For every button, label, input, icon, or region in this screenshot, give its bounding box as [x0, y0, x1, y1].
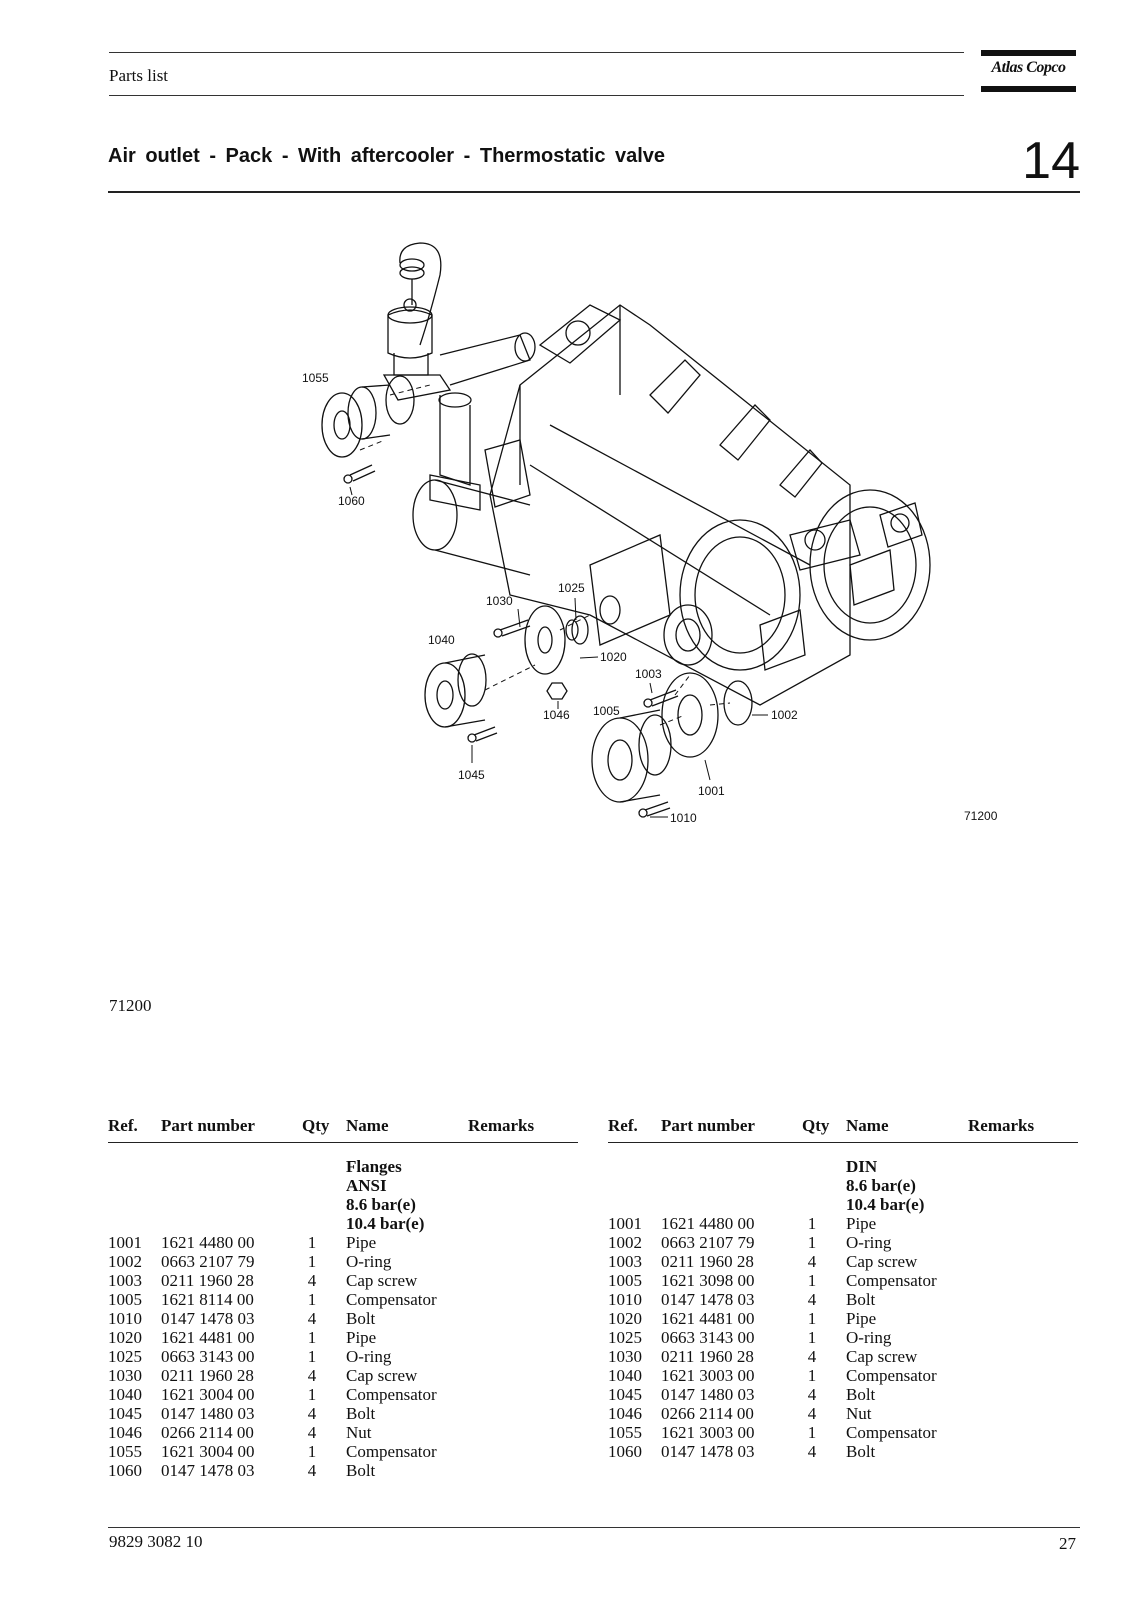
callout-label: 1045	[458, 768, 485, 782]
callout-label: 1003	[635, 667, 662, 681]
callout-label: 1001	[698, 784, 725, 798]
col-qty: Qty	[302, 1116, 330, 1135]
figure-code: 71200	[109, 996, 152, 1015]
parts-table-ansi: Ref. Part number Qty Name Remarks Flange…	[108, 1116, 578, 1480]
atlas-copco-logo: Atlas Copco	[981, 50, 1076, 94]
condition-line: ANSI	[346, 1176, 387, 1195]
title-rule	[108, 191, 1080, 193]
col-name: Name	[346, 1116, 389, 1135]
col-part-number: Part number	[161, 1116, 255, 1135]
condition-line: DIN	[846, 1157, 878, 1176]
callout-label: 1005	[593, 704, 620, 718]
col-remarks: Remarks	[468, 1116, 535, 1135]
brand-name: Atlas Copco	[991, 59, 1066, 76]
parts-table-din: Ref. Part number Qty Name Remarks DIN 8.…	[608, 1116, 1078, 1461]
document-number: 9829 3082 10	[109, 1532, 203, 1551]
col-qty: Qty	[802, 1116, 830, 1135]
page-number: 27	[1059, 1534, 1076, 1553]
condition-line: 8.6 bar(e)	[346, 1195, 416, 1214]
header-top-rule	[109, 52, 964, 53]
table-body: Flanges ANSI 8.6 bar(e) 10.4 bar(e) 1001…	[108, 1143, 578, 1480]
table-header: Ref. Part number Qty Name Remarks	[108, 1116, 578, 1143]
header-bottom-rule	[109, 95, 964, 96]
col-name: Name	[846, 1116, 889, 1135]
col-remarks: Remarks	[968, 1116, 1035, 1135]
condition-line: 8.6 bar(e)	[846, 1176, 916, 1195]
callout-label: 1055	[302, 371, 329, 385]
section-label: Parts list	[109, 66, 169, 85]
callout-label: 1030	[486, 594, 513, 608]
callout-label: 1025	[558, 581, 585, 595]
drawing-code: 71200	[964, 809, 998, 823]
page-title: Air outlet - Pack - With aftercooler - T…	[108, 145, 666, 167]
condition-line: 10.4 bar(e)	[346, 1214, 425, 1233]
callout-label: 1020	[600, 650, 627, 664]
exploded-view-drawing: 1055 1060 1025 1030 1040 1020 1003 1046 …	[302, 242, 998, 825]
callout-label: 1010	[670, 811, 697, 825]
condition-line: Flanges	[346, 1157, 402, 1176]
condition-line: 10.4 bar(e)	[846, 1195, 925, 1214]
footer-rule	[108, 1527, 1080, 1528]
callout-label: 1046	[543, 708, 570, 722]
callout-label: 1040	[428, 633, 455, 647]
col-ref: Ref.	[108, 1116, 138, 1135]
col-ref: Ref.	[608, 1116, 638, 1135]
col-part-number: Part number	[661, 1116, 755, 1135]
chapter-number: 14	[1022, 132, 1080, 190]
callout-label: 1002	[771, 708, 798, 722]
callout-label: 1060	[338, 494, 365, 508]
table-header: Ref. Part number Qty Name Remarks	[608, 1116, 1078, 1143]
